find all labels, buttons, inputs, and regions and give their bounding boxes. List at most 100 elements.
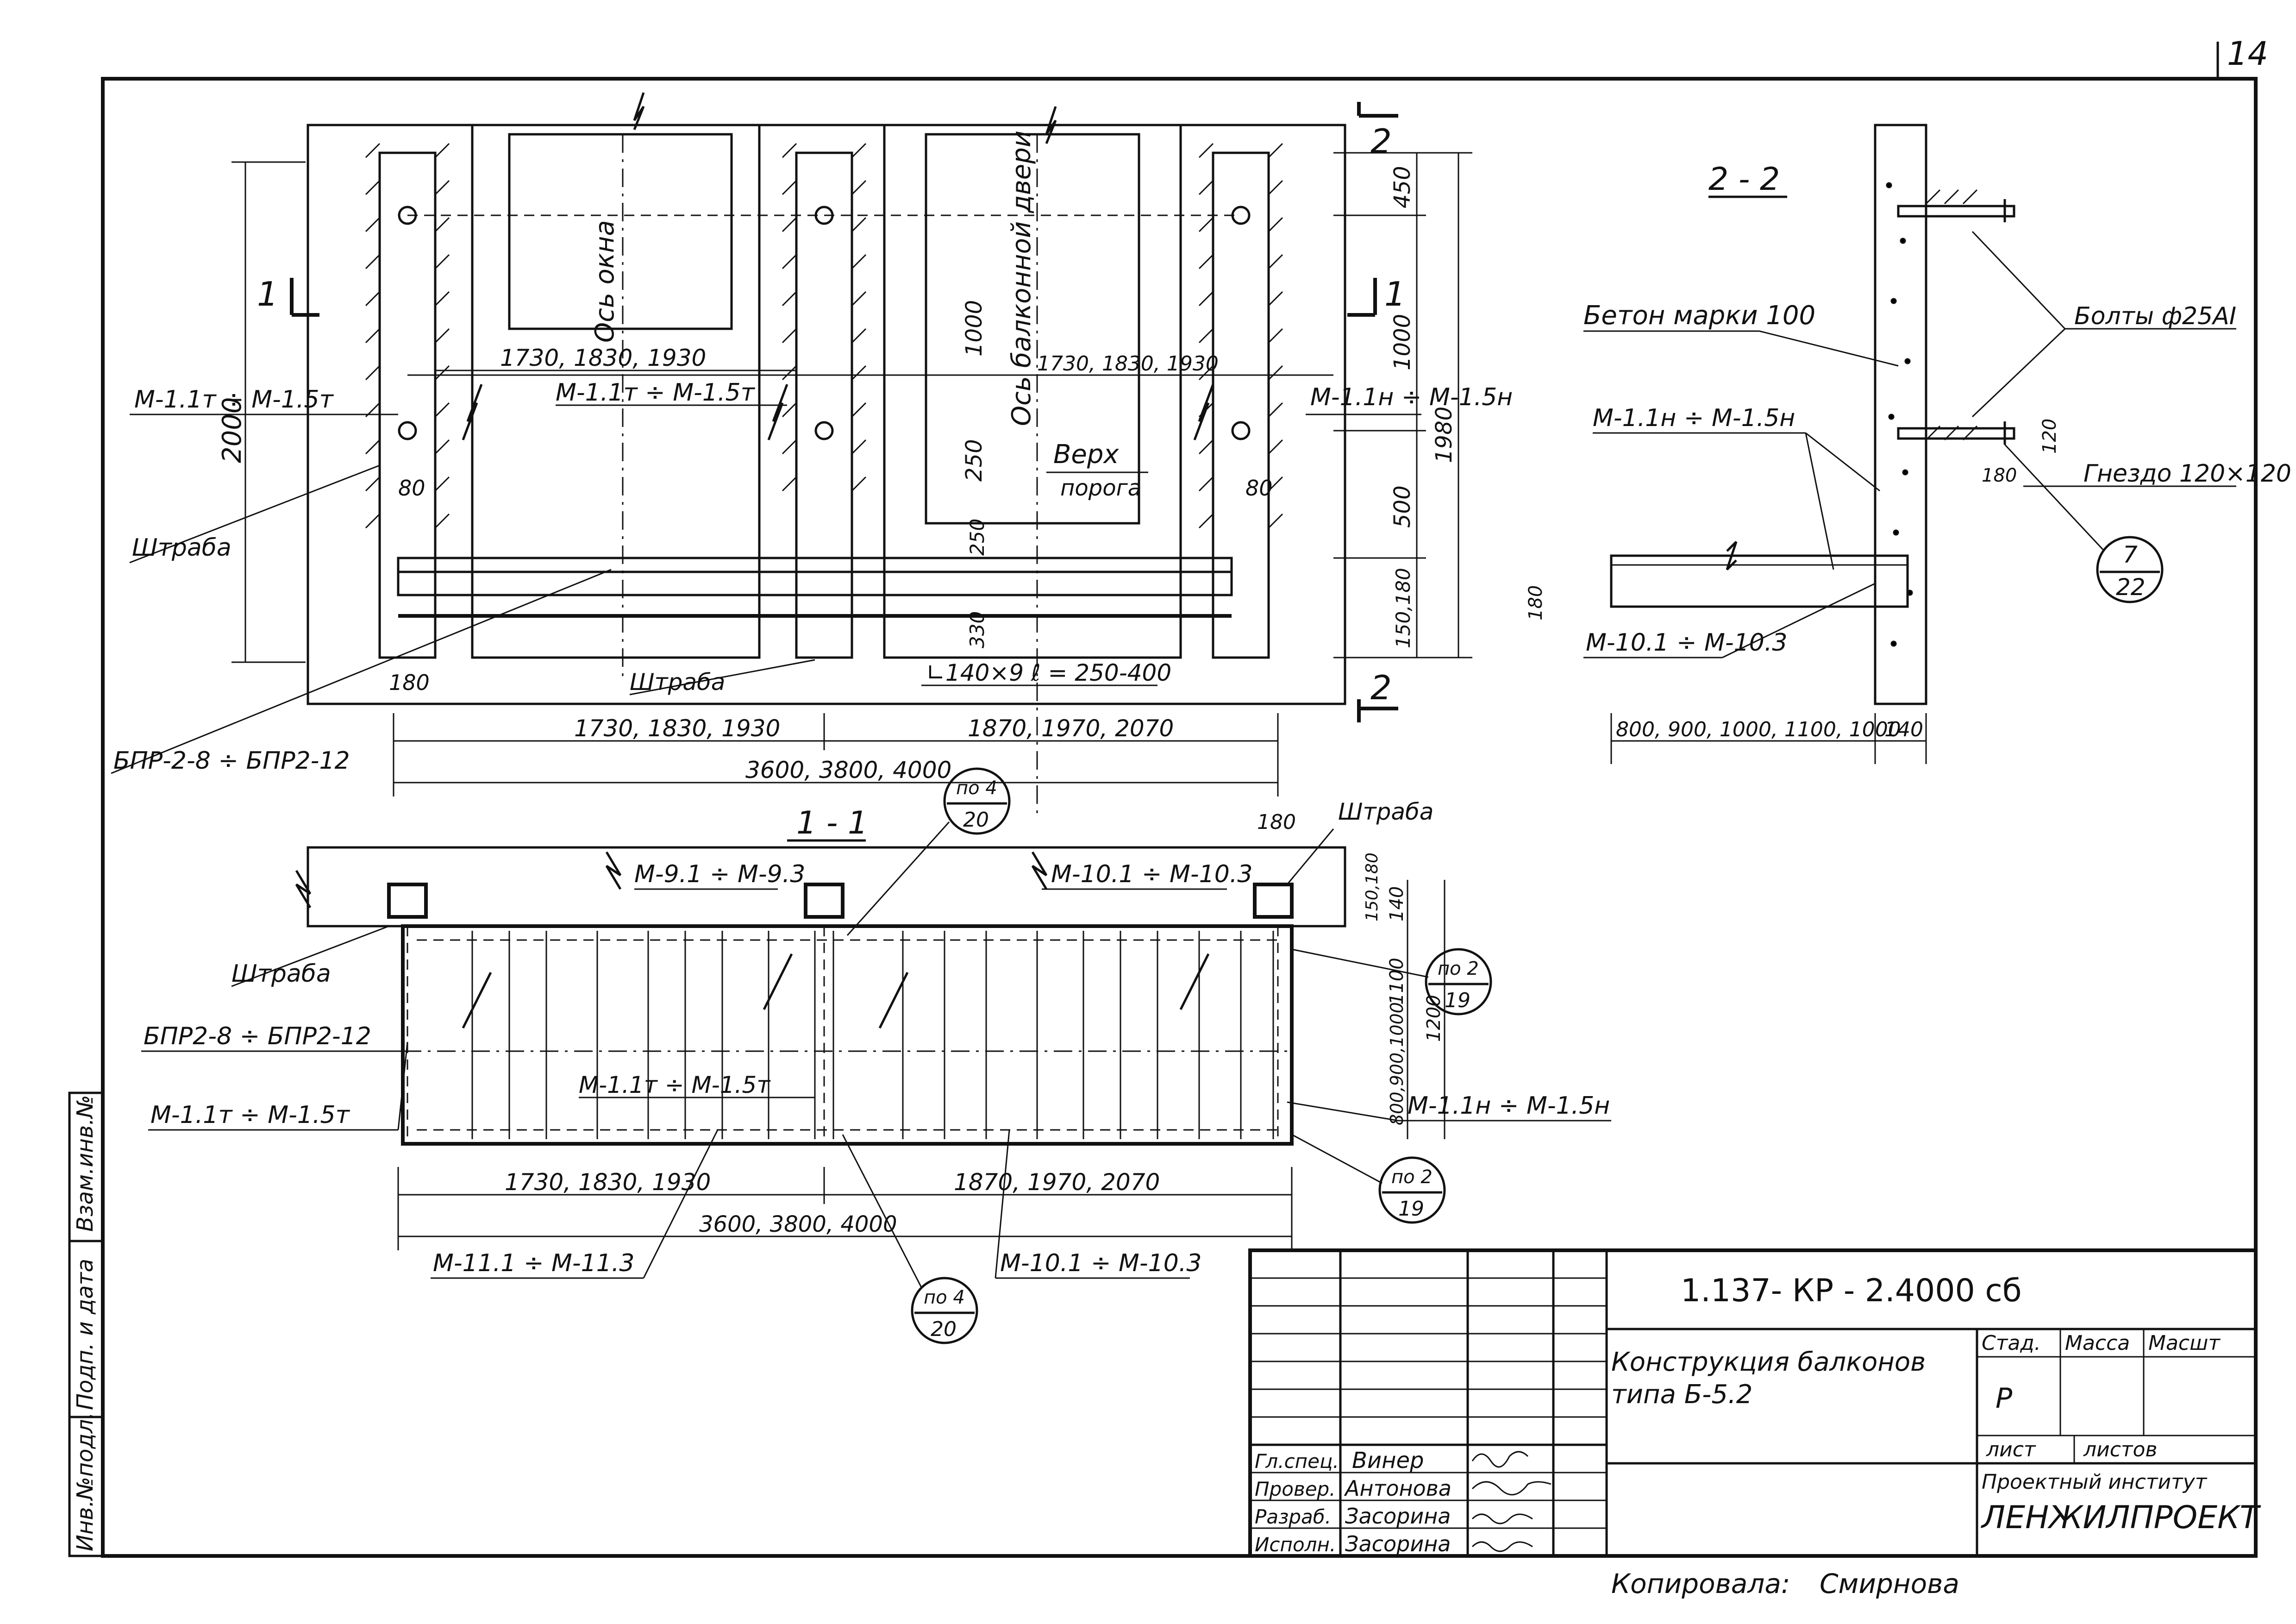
label-m11h-right: М-1.1н ÷ М-1.5н xyxy=(1310,383,1513,411)
dim-450: 450 xyxy=(1389,166,1415,208)
role-executed: Исполн. xyxy=(1255,1533,1336,1556)
label-bpr-elev: БПР-2-8 ÷ БПР2-12 xyxy=(113,747,350,775)
sheets-header: листов xyxy=(2083,1438,2157,1461)
dim-1000: 1000 xyxy=(1389,314,1415,370)
dim-3600-elev: 3600, 3800, 4000 xyxy=(745,757,951,784)
dim-2000: 2000 xyxy=(217,397,247,463)
sheet-frame xyxy=(101,77,2258,1558)
dim-180-slab: 180 xyxy=(1525,585,1546,621)
dim-3600-plan: 3600, 3800, 4000 xyxy=(699,1211,897,1237)
label-m11h-plan: М-1.1н ÷ М-1.5н xyxy=(1408,1092,1610,1120)
label-m91: М-9.1 ÷ М-9.3 xyxy=(634,860,805,888)
scale-header: Масшт xyxy=(2148,1331,2221,1355)
callout-po2-bottom: по 2 xyxy=(1391,1166,1433,1188)
label-m101-plan: М-10.1 ÷ М-10.3 xyxy=(1051,860,1252,888)
signature-checked xyxy=(1471,1481,1552,1496)
dim-140-plan: 140 xyxy=(1386,886,1408,922)
callout-19-bottom: 19 xyxy=(1398,1197,1424,1221)
name-executed: Засорина xyxy=(1345,1531,1451,1556)
label-m11t-plan-mid: М-1.1т ÷ М-1.5т xyxy=(579,1072,771,1098)
dim-80-right: 80 xyxy=(1245,476,1273,501)
role-chief: Гл.спец. xyxy=(1255,1450,1339,1473)
section-2-2: 2 - 2 Бетон марки 100 Болты ф25АI Гнез xyxy=(1525,124,2291,764)
label-m11t-mid: М-1.1т ÷ М-1.5т xyxy=(556,379,756,407)
title-block: 1.137- КР - 2.4000 сб Конструкция балкон… xyxy=(1248,1248,2261,1558)
dim-500: 500 xyxy=(1389,485,1415,528)
label-bpr-plan: БПР2-8 ÷ БПР2-12 xyxy=(144,1022,371,1050)
label-m101-plan-bottom: М-10.1 ÷ М-10.3 xyxy=(1000,1249,1201,1277)
section-1-marker-left: 1 xyxy=(257,275,278,314)
dim-150-180: 150,180 xyxy=(1392,568,1414,648)
label-shtraba-plan-top: Штраба xyxy=(1338,798,1433,825)
callout-7: 7 xyxy=(2123,541,2138,568)
dim-250: 250 xyxy=(961,439,987,482)
callout-20-top: 20 xyxy=(963,808,989,832)
mass-header: Масса xyxy=(2065,1331,2130,1355)
stamp-replace-inv: Взам.инв.№ xyxy=(72,1095,98,1232)
dim-1730-elev-a: 1730, 1830, 1930 xyxy=(500,345,706,371)
dim-180-sec2: 180 xyxy=(1982,465,2017,486)
door-axis-label: Ось балконной двери xyxy=(1007,131,1037,426)
doc-code: 1.137- КР - 2.4000 сб xyxy=(1681,1273,2022,1309)
dim-1870-plan: 1870, 1970, 2070 xyxy=(954,1169,1160,1196)
dim-250-b: 250 xyxy=(966,519,988,556)
label-m11t-left: М-1.1т ÷ М-1.5т xyxy=(134,386,334,414)
dim-800-1100: 800, 900, 1000, 1100, 1000 xyxy=(1616,718,1901,741)
dim-1730-bottom: 1730, 1830, 1930 xyxy=(574,715,780,742)
section-2-2-title: 2 - 2 xyxy=(1708,161,1780,198)
side-stamp: Взам.инв.№ Подп. и дата Инв.№подл. xyxy=(68,1091,104,1557)
institute-name-2: ЛЕНЖИЛПРОЕКТ xyxy=(1980,1499,2261,1536)
dim-1730-elev-b: 1730, 1830, 1930 xyxy=(1037,352,1219,376)
window-axis-label: Ось окна xyxy=(590,220,620,343)
label-m11t-plan-left: М-1.1т ÷ М-1.5т xyxy=(150,1101,350,1129)
dim-80-left: 80 xyxy=(398,476,425,501)
copier-name: Смирнова xyxy=(1820,1568,1959,1599)
section-1-marker-right: 1 xyxy=(1384,275,1406,314)
dim-180-plan: 180 xyxy=(1257,810,1296,834)
label-m101-sec2: М-10.1 ÷ М-10.3 xyxy=(1586,629,1787,657)
elevation-view: Ось окна Ось балконной двери Верх порога… xyxy=(111,92,1513,820)
label-bolts: Болты ф25АI xyxy=(2074,302,2236,330)
label-m111: М-11.1 ÷ М-11.3 xyxy=(433,1249,634,1277)
page-number: 14 xyxy=(2227,35,2268,73)
callout-20-bottom: 20 xyxy=(931,1317,957,1341)
section-2-marker-bottom: 2 xyxy=(1370,668,1392,707)
section-1-1: 1 - 1 xyxy=(141,767,1611,1344)
dim-120: 120 xyxy=(2039,419,2060,454)
name-developed: Засорина xyxy=(1345,1504,1451,1529)
callout-po4-bottom: по 4 xyxy=(924,1287,965,1308)
dim-150-plan: 150,180 xyxy=(1363,853,1382,922)
role-checked: Провер. xyxy=(1255,1478,1336,1500)
dim-330: 330 xyxy=(966,611,988,648)
dim-1000-mid: 1000 xyxy=(961,300,987,357)
copied-by-label: Копировала: xyxy=(1611,1568,1790,1599)
dim-140-sec2: 140 xyxy=(1884,718,1923,741)
sheet-header: лист xyxy=(1986,1438,2036,1461)
title-line-1: Конструкция балконов xyxy=(1611,1347,1926,1377)
dim-1980: 1980 xyxy=(1431,407,1457,463)
label-shtraba-plan: Штраба xyxy=(231,960,331,988)
name-checked: Антонова xyxy=(1344,1476,1451,1501)
dim-1870-bottom: 1870, 1970, 2070 xyxy=(968,715,1174,742)
label-shtraba-beam: Штраба xyxy=(630,669,725,696)
signature-developed xyxy=(1471,1513,1533,1524)
stage-value: Р xyxy=(1996,1382,2013,1415)
section-1-1-title: 1 - 1 xyxy=(796,805,868,841)
callout-po2-top: по 2 xyxy=(1438,958,1479,979)
dim-1730-plan: 1730, 1830, 1930 xyxy=(505,1169,711,1196)
label-concrete: Бетон марки 100 xyxy=(1583,301,1815,331)
label-angle: ∟140×9 ℓ = 250-400 xyxy=(926,659,1171,686)
dim-180-elev: 180 xyxy=(389,670,430,695)
door-top-label-2: порога xyxy=(1060,475,1141,501)
institute-name-1: Проектный институт xyxy=(1982,1470,2208,1494)
name-chief: Винер xyxy=(1352,1448,1424,1474)
signature-executed xyxy=(1471,1541,1533,1552)
door-top-label: Верх xyxy=(1053,439,1119,470)
dim-1100-plan: 1100 xyxy=(1386,958,1408,1005)
stamp-sign-date: Подп. и дата xyxy=(72,1259,98,1410)
callout-22: 22 xyxy=(2116,574,2146,601)
label-m11h-sec2: М-1.1н ÷ М-1.5н xyxy=(1593,404,1795,432)
section-2-marker-top: 2 xyxy=(1370,122,1392,161)
title-line-2: типа Б-5.2 xyxy=(1611,1379,1752,1410)
